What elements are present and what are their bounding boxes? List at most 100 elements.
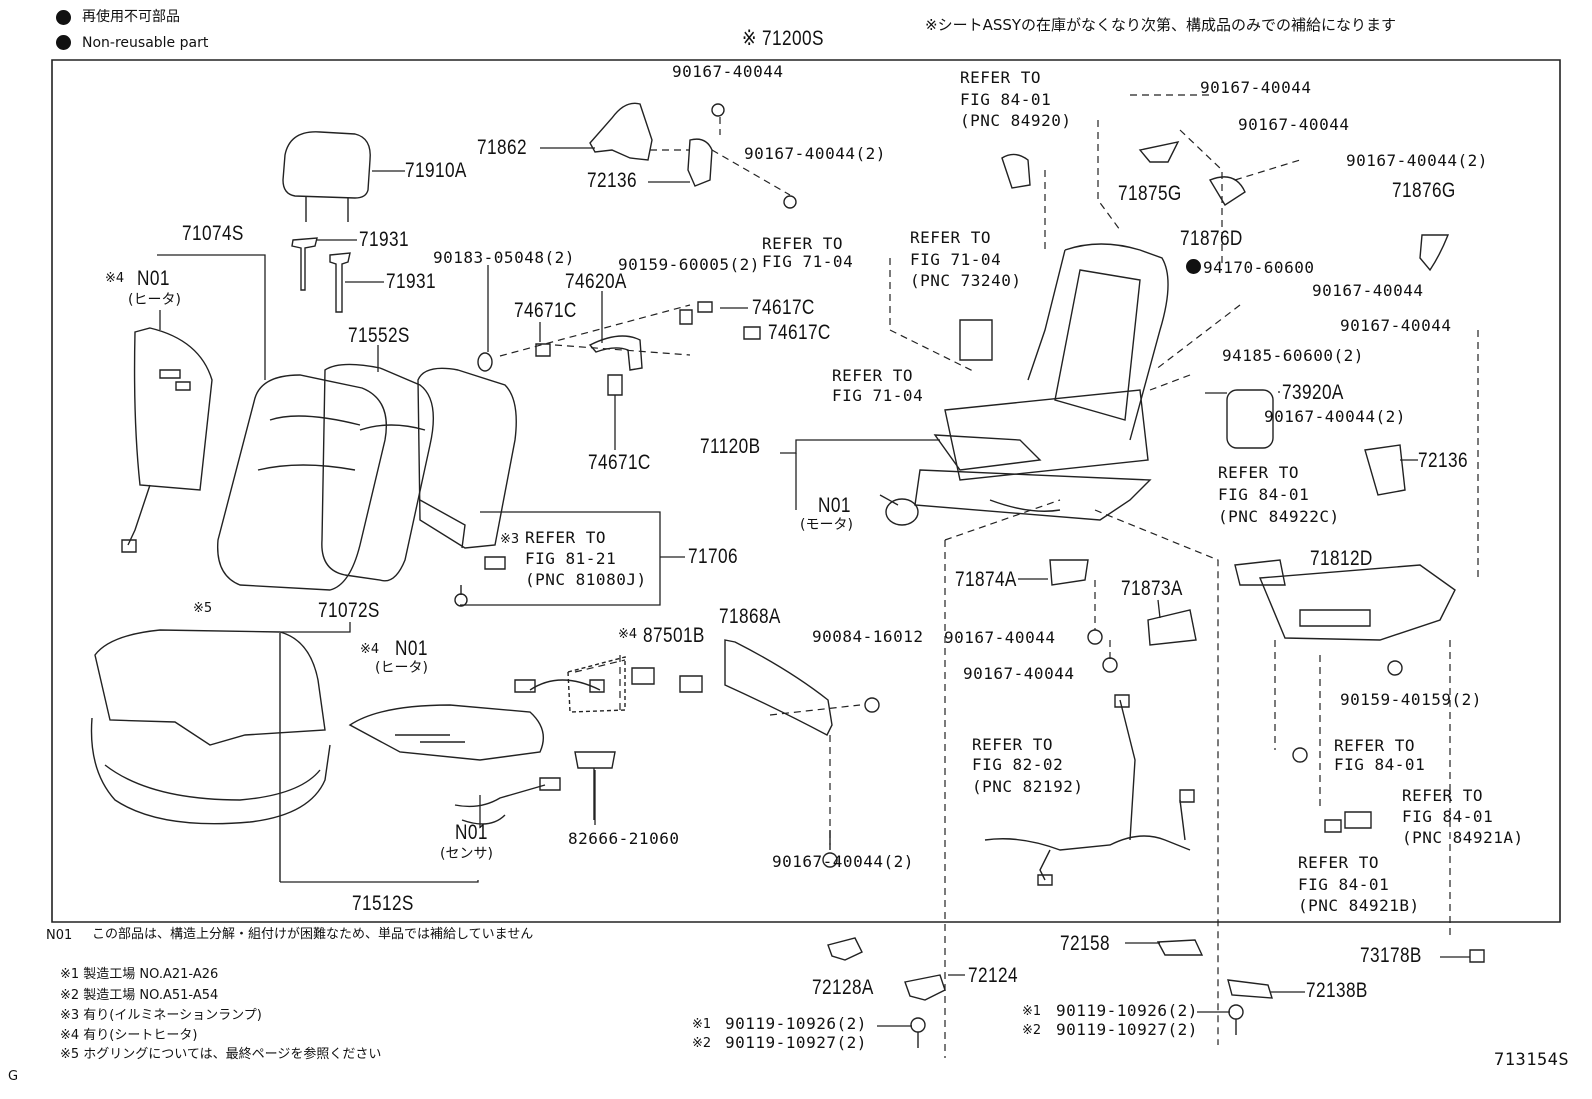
part-label[interactable]: 72136	[587, 169, 637, 192]
refer-label[interactable]: REFER TO	[1402, 786, 1484, 805]
part-label[interactable]: 90159-40159(2)	[1340, 690, 1482, 709]
part-label[interactable]: 71706	[688, 545, 738, 568]
refer-label[interactable]: FIG 84-01	[1218, 485, 1310, 504]
main-pnc-label[interactable]: ※ 71200S	[742, 27, 824, 50]
refer-label[interactable]: FIG 84-01	[1334, 755, 1426, 774]
part-label[interactable]: 90167-40044(2)	[744, 144, 886, 163]
part-label[interactable]: 71512S	[352, 892, 414, 915]
assembly-frame	[52, 60, 1560, 922]
part-label[interactable]: 90167-40044	[963, 664, 1075, 683]
lower-parts-drawing	[828, 812, 1484, 1048]
part-label[interactable]: 90119-10926(2)	[1056, 1001, 1198, 1020]
part-label[interactable]: 74617C	[752, 296, 815, 319]
part-label[interactable]: 90167-40044	[1238, 115, 1350, 134]
part-label[interactable]: 87501B	[643, 624, 705, 647]
part-label[interactable]: 71120B	[700, 435, 761, 458]
remark-4: ※4 有り(シートヒータ)	[60, 1028, 198, 1043]
part-label[interactable]: N01	[137, 267, 170, 290]
part-label[interactable]: 72136	[1418, 449, 1468, 472]
part-label[interactable]: 74671C	[514, 299, 577, 322]
refer-label[interactable]: REFER TO	[910, 228, 992, 247]
part-label[interactable]: 71874A	[955, 568, 1017, 591]
part-label[interactable]: 71876D	[1180, 227, 1243, 250]
refer-label[interactable]: FIG 84-01	[1298, 875, 1390, 894]
part-label[interactable]: 90119-10926(2)	[725, 1014, 867, 1033]
part-label[interactable]: 90167-40044(2)	[772, 852, 914, 871]
refer-label[interactable]: REFER TO	[1298, 853, 1380, 872]
part-label[interactable]: 72138B	[1306, 979, 1368, 1002]
refer-label[interactable]: REFER TO	[832, 366, 914, 385]
refer-label[interactable]: (PNC 84921B)	[1298, 896, 1420, 915]
part-label[interactable]: 94185-60600(2)	[1222, 346, 1364, 365]
back-cover-drawing	[218, 375, 387, 590]
refer-label[interactable]: REFER TO	[960, 68, 1042, 87]
part-label[interactable]: 90167-40044(2)	[1264, 407, 1406, 426]
refer-label[interactable]: (PNC 84920)	[960, 111, 1072, 130]
part-label[interactable]: 72158	[1060, 932, 1110, 955]
part-label[interactable]: 71072S	[318, 599, 380, 622]
non-reusable-marker	[1186, 259, 1201, 274]
part-label[interactable]: 71910A	[405, 159, 467, 182]
refer-mark: ※1	[692, 1017, 712, 1032]
part-label[interactable]: 72128A	[812, 976, 874, 999]
refer-label[interactable]: REFER TO	[972, 735, 1054, 754]
refer-label[interactable]: (PNC 84921A)	[1402, 828, 1524, 847]
refer-label[interactable]: REFER TO	[525, 528, 607, 547]
part-label[interactable]: 71931	[386, 270, 436, 293]
refer-box-lines	[460, 512, 660, 605]
part-label[interactable]: 71074S	[182, 222, 244, 245]
refer-label[interactable]: REFER TO	[1218, 463, 1300, 482]
refer-label[interactable]: (PNC 84922C)	[1218, 507, 1340, 526]
refer-label[interactable]: FIG 81-21	[525, 549, 617, 568]
refer-label[interactable]: FIG 71-04	[910, 250, 1002, 269]
part-label[interactable]: N01	[818, 494, 851, 517]
part-label[interactable]: 74620A	[565, 270, 627, 293]
part-label[interactable]: 94170-60600	[1203, 258, 1315, 277]
refer-label[interactable]: (PNC 73240)	[910, 271, 1022, 290]
refer-label[interactable]: FIG 71-04	[832, 386, 924, 405]
refer-mark: ※2	[692, 1036, 712, 1051]
legend-non-reusable-jp: 再使用不可部品	[82, 9, 180, 25]
part-label[interactable]: 71931	[359, 228, 409, 251]
part-label[interactable]: 90167-40044	[1312, 281, 1424, 300]
part-label[interactable]: 71552S	[348, 324, 410, 347]
part-label[interactable]: 72124	[968, 964, 1018, 987]
part-label[interactable]: 90167-40044	[672, 62, 784, 81]
refer-label[interactable]: REFER TO	[762, 234, 844, 253]
part-label[interactable]: N01	[455, 821, 488, 844]
part-label[interactable]: 71873A	[1121, 577, 1183, 600]
part-label[interactable]: 90167-40044	[944, 628, 1056, 647]
part-label[interactable]: 90167-40044	[1200, 78, 1312, 97]
refer-mark: ※4	[105, 271, 125, 286]
part-label[interactable]: 82666-21060	[568, 829, 680, 848]
refer-label[interactable]: (PNC 81080J)	[525, 570, 647, 589]
part-label[interactable]: 90167-40044(2)	[1346, 151, 1488, 170]
part-label[interactable]: 73178B	[1360, 944, 1422, 967]
part-label[interactable]: 90119-10927(2)	[1056, 1020, 1198, 1039]
part-label[interactable]: 71868A	[719, 605, 781, 628]
refer-label[interactable]: (PNC 82192)	[972, 777, 1084, 796]
refer-label[interactable]: FIG 82-02	[972, 755, 1064, 774]
refer-label[interactable]: FIG 84-01	[960, 90, 1052, 109]
refer-label[interactable]: FIG 71-04	[762, 252, 854, 271]
part-label[interactable]: 74617C	[768, 321, 831, 344]
part-label[interactable]: 71876G	[1392, 179, 1456, 202]
part-label[interactable]: 90183-05048(2)	[433, 248, 575, 267]
part-label[interactable]: 90159-60005(2)	[618, 255, 760, 274]
part-label[interactable]: 90084-16012	[812, 627, 924, 646]
part-label[interactable]: 71875G	[1118, 182, 1182, 205]
part-label[interactable]: 90119-10927(2)	[725, 1033, 867, 1052]
part-label[interactable]: N01	[395, 637, 428, 660]
cover-71868A-drawing	[725, 640, 879, 867]
part-label[interactable]: 90167-40044	[1340, 316, 1452, 335]
part-label[interactable]: 73920A	[1282, 381, 1344, 404]
remark-2: ※2 製造工場 NO.A51-A54	[60, 988, 219, 1003]
part-label[interactable]: 71862	[477, 136, 527, 159]
refer-mark: ※3	[500, 532, 520, 547]
part-label[interactable]: 71812D	[1310, 547, 1373, 570]
refer-label[interactable]: FIG 84-01	[1402, 807, 1494, 826]
refer-label[interactable]: REFER TO	[1334, 736, 1416, 755]
part-note: (ヒータ)	[375, 660, 428, 676]
part-label[interactable]: 74671C	[588, 451, 651, 474]
